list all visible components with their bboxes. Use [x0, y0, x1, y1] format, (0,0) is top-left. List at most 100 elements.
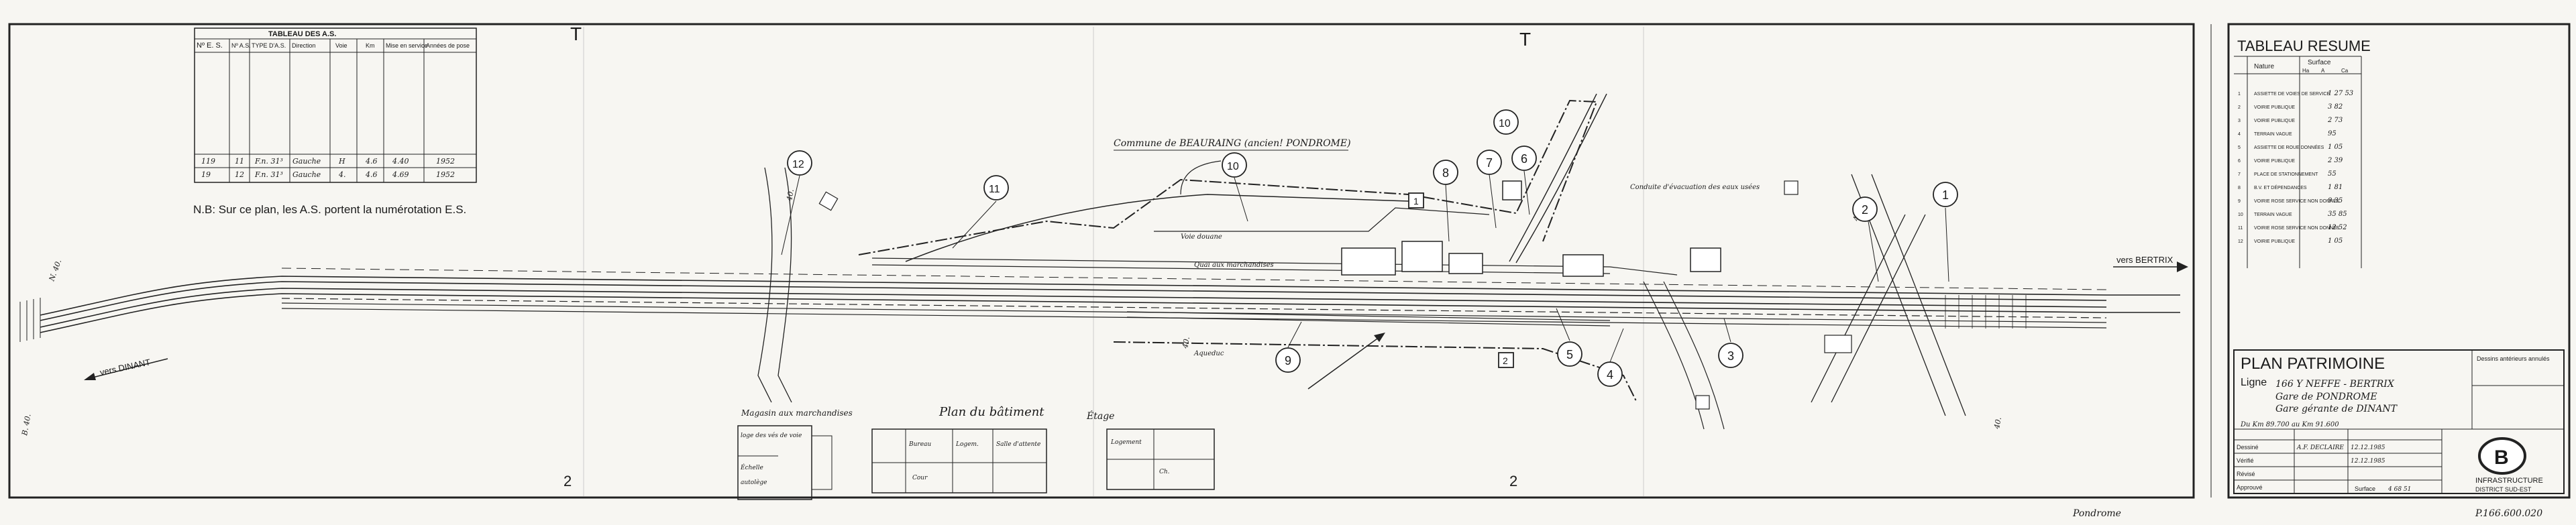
main-frame — [8, 23, 2195, 499]
svg-text:INFRASTRUCTURE: INFRASTRUCTURE — [2475, 477, 2543, 485]
magasin-title: Magasin aux marchandises — [741, 408, 853, 418]
conduite-label: Conduite d'évacuation des eaux usées — [1630, 184, 1760, 191]
voie-douane-label: Voie douane — [1181, 233, 1222, 241]
svg-text:3 82: 3 82 — [2328, 103, 2343, 111]
corner-mark: T — [570, 23, 582, 44]
svg-text:Ch.: Ch. — [1159, 469, 1170, 475]
resume-row: TERRAIN VAGUE — [2254, 213, 2292, 217]
marker-8: 8 — [1433, 160, 1458, 242]
svg-text:2: 2 — [1862, 203, 1868, 217]
zone-marker: 2 — [1498, 352, 1514, 368]
resume-row: 8 — [2238, 186, 2241, 190]
resume-row: VOIRIE ROSE SERVICE NON DONNÉE — [2254, 198, 2340, 204]
side-frame — [2227, 23, 2571, 499]
as-cell: 1952 — [436, 157, 455, 166]
svg-text:5: 5 — [1566, 348, 1573, 361]
as-header: Km — [366, 42, 375, 49]
resume-row: B.V. ET DÉPENDANCES — [2254, 184, 2307, 190]
quai-label: Quai aux marchandises — [1194, 261, 1274, 269]
marker-9: 9 — [1275, 321, 1302, 373]
zone-marker: 1 — [1408, 192, 1424, 209]
svg-text:Approuvé: Approuvé — [2237, 484, 2263, 491]
svg-text:Vérifié: Vérifié — [2237, 457, 2254, 464]
stamp: Pondrome — [2072, 508, 2121, 519]
dessins-label: Dessins antérieurs annulés — [2477, 355, 2550, 362]
as-header: TYPE D'A.S. — [252, 42, 286, 49]
svg-text:Nature: Nature — [2254, 63, 2274, 70]
resume-row: 6 — [2238, 159, 2241, 164]
as-cell: F.n. 31³ — [254, 157, 283, 166]
as-header: Voie — [335, 42, 347, 49]
svg-text:12.12.1985: 12.12.1985 — [2351, 445, 2385, 451]
commune-label: Commune de BEAURAING (ancien! PONDROME) — [1114, 138, 1351, 149]
etage-plan: Étage Logement Ch. — [1086, 410, 1215, 490]
title-block: PLAN PATRIMOINE Ligne 166 Y NEFFE - BERT… — [2233, 349, 2565, 519]
marker-2: 2 — [1852, 196, 1879, 282]
svg-text:12.12.1985: 12.12.1985 — [2351, 458, 2385, 465]
as-header: Nº A.S. — [231, 42, 251, 49]
svg-text:Surface: Surface — [2308, 59, 2331, 66]
road-label: 40. — [785, 188, 796, 202]
svg-text:Ha: Ha — [2302, 68, 2310, 74]
ligne-value: 166 Y NEFFE - BERTRIX — [2275, 379, 2395, 390]
as-cell: 4.40 — [392, 157, 409, 166]
marker-12: 12 — [781, 150, 812, 255]
resume-row: VOIRIE ROSE SERVICE NON DONNÉE — [2254, 225, 2340, 231]
corner-mark: 2 — [1509, 473, 1517, 489]
svg-text:Dessiné: Dessiné — [2237, 444, 2259, 451]
road-label: N. 40. — [47, 258, 63, 283]
svg-text:Ca: Ca — [2341, 68, 2349, 74]
resume-row: 9 — [2238, 199, 2241, 204]
svg-text:1: 1 — [1942, 188, 1949, 202]
aqueduc-label: Aqueduc — [1193, 350, 1224, 357]
nb-note: N.B: Sur ce plan, les A.S. portent la nu… — [193, 203, 466, 216]
title-main: PLAN PATRIMOINE — [2241, 355, 2385, 373]
plan-number: P.166.600.020 — [2475, 508, 2542, 519]
svg-text:3: 3 — [1727, 349, 1734, 363]
marker-11: 11 — [952, 175, 1009, 249]
direction-right: vers BERTRIX — [2113, 255, 2188, 272]
as-cell: Gauche — [292, 170, 321, 179]
gare: Gare de PONDROME — [2275, 392, 2377, 402]
resume-row: 1 — [2238, 92, 2241, 97]
as-header: Nº E. S. — [197, 42, 223, 50]
svg-text:autolège: autolège — [741, 479, 767, 486]
svg-text:A: A — [2321, 68, 2325, 74]
resume-row: ASSIETTE DE ROUE DONNÉES — [2254, 144, 2324, 150]
svg-text:95: 95 — [2328, 130, 2337, 137]
resume-row: 4 — [2238, 132, 2241, 137]
svg-text:2 73: 2 73 — [2327, 117, 2343, 124]
as-cell: 4.6 — [365, 157, 378, 166]
svg-text:Salle d'attente: Salle d'attente — [996, 441, 1040, 448]
svg-text:55: 55 — [2328, 170, 2337, 178]
svg-text:12: 12 — [792, 159, 804, 170]
resume-row: TERRAIN VAGUE — [2254, 132, 2292, 137]
resume-row: 12 — [2238, 239, 2243, 244]
as-header: Années de pose — [426, 42, 470, 49]
svg-text:35 85: 35 85 — [2328, 211, 2347, 218]
svg-text:1 27 53: 1 27 53 — [2328, 90, 2353, 97]
as-cell: 4.69 — [392, 170, 409, 179]
direction-left: vers DINANT — [84, 357, 168, 380]
track-bundle — [19, 93, 2180, 430]
svg-text:4 68 51: 4 68 51 — [2387, 486, 2411, 493]
svg-text:Échelle: Échelle — [740, 463, 763, 471]
svg-text:9: 9 — [1285, 354, 1291, 367]
resume-row: 5 — [2238, 145, 2241, 150]
svg-text:8: 8 — [1442, 166, 1449, 180]
corner-mark: T — [1519, 29, 1531, 50]
as-table: TABLEAU DES A.S. Nº E. S. Nº A.S. TYPE D… — [194, 27, 477, 183]
as-cell: Gauche — [292, 157, 321, 166]
svg-text:6: 6 — [1521, 152, 1527, 166]
svg-text:1: 1 — [1413, 196, 1419, 207]
svg-text:Surface: Surface — [2355, 485, 2375, 492]
as-header: Direction — [292, 42, 316, 49]
svg-text:7: 7 — [1486, 156, 1493, 170]
svg-text:1 05: 1 05 — [2328, 143, 2343, 151]
marker-5: 5 — [1556, 308, 1582, 367]
as-header: Mise en service — [386, 42, 428, 49]
as-cell: 19 — [201, 170, 211, 179]
resume-row: ASSIETTE DE VOIES DE SERVICE — [2254, 92, 2330, 97]
